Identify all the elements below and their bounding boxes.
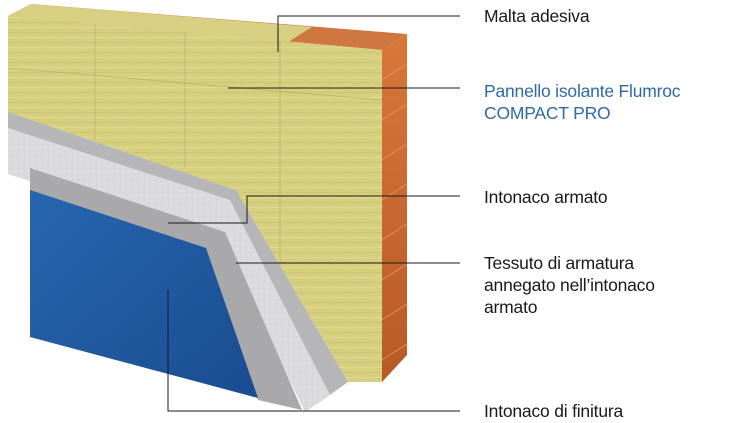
finish-plaster-layer	[30, 190, 258, 398]
leader-lines	[167, 15, 460, 412]
leader-line-intonaco-armato	[168, 195, 460, 224]
finish-plaster-edge	[30, 168, 302, 410]
label-intonaco-armato: Intonaco armato	[484, 187, 608, 207]
brick-masonry	[382, 34, 407, 382]
label-tessuto-di-armatura: Tessuto di armatura annegato nell’intona…	[484, 253, 655, 317]
label-pannello-isolante: Pannello isolante Flumroc COMPACT PRO	[484, 81, 681, 123]
insulation-panel-joints	[7, 24, 383, 280]
label-intonaco-di-finitura: Intonaco di finitura	[484, 401, 624, 421]
leader-line-malta-adesiva	[277, 15, 460, 52]
label-malta-adesiva: Malta adesiva	[484, 6, 590, 26]
leader-line-intonaco-finitura	[167, 290, 460, 412]
brick-mortar-joints	[381, 63, 408, 361]
